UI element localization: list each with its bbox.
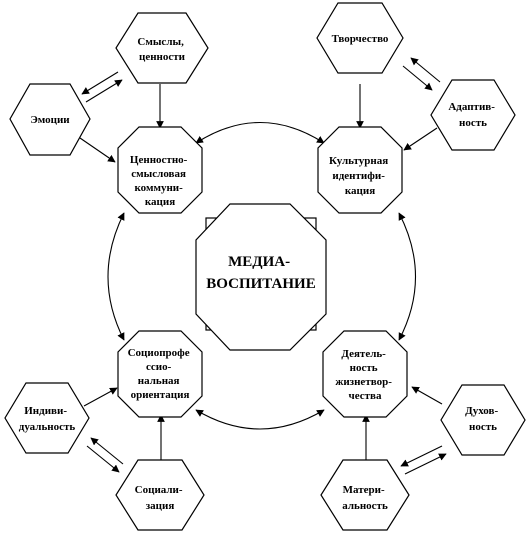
- tsennostno-line-2: смысловая: [131, 168, 186, 180]
- adaptivnost-line-2: ность: [459, 117, 487, 129]
- smysly-to-emotsii-arrow: [81, 71, 119, 95]
- hexagon-smysly: Смыслы, ценности: [115, 12, 209, 84]
- sotsializatsiya-line-1: Социали-: [135, 484, 183, 496]
- svg-text:Ценностно- смысловая: Ценностно- смысловая коммуни- кация: [130, 154, 190, 208]
- arc-bottom-connector: [195, 409, 325, 430]
- dukhovnost-line-2: ность: [469, 421, 497, 433]
- adaptivnost-line-1: Адаптив-: [448, 101, 495, 113]
- deyatelnost-line-4: чества: [349, 390, 382, 402]
- hexagon-dukhovnost: Духов- ность: [440, 384, 526, 456]
- arc-right-connector: [398, 212, 417, 341]
- svg-text:Деятель- ность жиз: Деятель- ность жизнетвор- чества: [335, 348, 394, 402]
- connectors: [79, 57, 447, 475]
- sotsializatsiya-line-2: зация: [146, 500, 175, 512]
- deyatelnost-line-1: Деятель-: [341, 348, 386, 360]
- hexagon-individualnost: Индиви- дуальность: [4, 382, 90, 454]
- materialnost-line-2: альность: [342, 500, 388, 512]
- tsennostno-line-4: кация: [145, 196, 175, 208]
- emotsii-to-tsennostno-arrow: [79, 137, 116, 163]
- svg-text:Социопрофе ссио- н: Социопрофе ссио- нальная ориентация: [128, 347, 193, 401]
- individualnost-to-sotsioprof-arrow: [83, 387, 118, 407]
- svg-text:Индиви- дуальность: Индиви- дуальность: [19, 405, 76, 433]
- tsennostno-line-3: коммуни-: [134, 182, 183, 194]
- materialnost-to-dukhovnost-arrow: [404, 453, 447, 475]
- svg-text:Смыслы, ценности: Смыслы, ценности: [137, 36, 186, 63]
- emotsii-line-1: Эмоции: [30, 114, 70, 126]
- center-node: МЕДИА- ВОСПИТАНИЕ: [195, 203, 327, 351]
- svg-text:Социали- зация: Социали- зация: [135, 484, 186, 512]
- deyatelnost-line-3: жизнетвор-: [335, 376, 392, 388]
- hexagon-materialnost: Матери- альность: [320, 459, 410, 531]
- materialnost-line-1: Матери-: [343, 484, 385, 496]
- svg-text:Духов- ность: Духов- ность: [465, 405, 501, 433]
- individualnost-to-sotsializatsiya-arrow: [86, 445, 120, 473]
- center-label-line-1: МЕДИА-: [228, 254, 290, 270]
- kulturnaya-line-2: идентифи-: [332, 170, 385, 182]
- adaptivnost-to-tvorchestvo-arrow: [410, 57, 441, 83]
- sotsioprof-line-2: ссио-: [146, 361, 172, 373]
- sotsializatsiya-to-individualnost-arrow: [90, 437, 124, 465]
- center-label-line-2: ВОСПИТАНИЕ: [206, 276, 315, 292]
- smysly-line-2: ценности: [139, 51, 186, 63]
- hexagon-emotsii: Эмоции: [9, 83, 91, 156]
- sotsioprof-line-4: ориентация: [131, 389, 190, 401]
- octagon-deyatelnost: Деятель- ность жизнетвор- чества: [322, 330, 408, 418]
- octagon-tsennostno: Ценностно- смысловая коммуни- кация: [117, 126, 203, 214]
- smysly-line-1: Смыслы,: [137, 36, 184, 48]
- deyatelnost-line-2: ность: [350, 362, 378, 374]
- center-octagon: [195, 203, 327, 351]
- dukhovnost-to-materialnost-arrow: [400, 445, 443, 467]
- sotsioprof-line-1: Социопрофе: [128, 347, 190, 359]
- octagon-kulturnaya: Культурная идентифи- кация: [317, 126, 403, 214]
- kulturnaya-line-1: Культурная: [329, 155, 388, 167]
- kulturnaya-line-3: кация: [345, 185, 375, 197]
- svg-text:Матери- альность: Матери- альность: [342, 484, 388, 512]
- individualnost-line-1: Индиви-: [24, 405, 67, 417]
- emotsii-to-smysly-arrow: [85, 79, 123, 103]
- sotsioprof-line-3: нальная: [138, 375, 180, 387]
- hexagon-adaptivnost: Адаптив- ность: [430, 79, 516, 151]
- svg-text:Культурная идентифи-: Культурная идентифи- кация: [329, 155, 391, 197]
- svg-text:Адаптив- ность: Адаптив- ность: [448, 101, 497, 129]
- arc-top-connector: [195, 122, 325, 144]
- svg-text:Эмоции: Эмоции: [30, 114, 70, 126]
- hexagon-sotsializatsiya: Социали- зация: [115, 459, 205, 531]
- arc-left-connector: [107, 212, 125, 341]
- dukhovnost-to-deyatelnost-arrow: [411, 386, 443, 405]
- octagon-sotsioprof: Социопрофе ссио- нальная ориентация: [117, 330, 203, 418]
- tvorchestvo-line-1: Творчество: [332, 33, 389, 45]
- svg-text:МЕДИА- ВОСПИТАНИЕ: МЕДИА- ВОСПИТАНИЕ: [206, 254, 315, 292]
- tsennostno-line-1: Ценностно-: [130, 154, 188, 166]
- dukhovnost-line-1: Духов-: [465, 405, 498, 417]
- adaptivnost-to-kulturnaya-arrow: [403, 127, 438, 151]
- hexagon-tvorchestvo: Творчество: [316, 2, 404, 74]
- tvorchestvo-to-adaptivnost-arrow: [402, 65, 433, 91]
- svg-text:Творчество: Творчество: [332, 33, 389, 45]
- individualnost-line-2: дуальность: [19, 421, 76, 433]
